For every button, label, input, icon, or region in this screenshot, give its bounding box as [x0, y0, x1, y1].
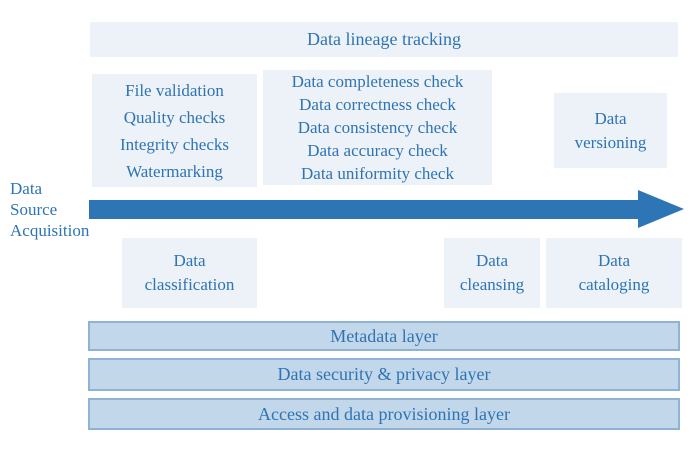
data-versioning-box: Data versioning — [554, 93, 667, 168]
metadata-layer-bar: Metadata layer — [88, 321, 680, 351]
lineage-tracking-bar: Data lineage tracking — [90, 22, 678, 57]
data-cleansing-box: Data cleansing — [444, 238, 540, 308]
data-cataloging-box: Data cataloging — [546, 238, 682, 308]
security-privacy-layer-bar: Data security & privacy layer — [88, 358, 680, 391]
data-source-acquisition-label: Data Source Acquisition — [10, 179, 90, 240]
access-provisioning-layer-bar: Access and data provisioning layer — [88, 398, 680, 430]
file-validation-box: File validation Quality checks Integrity… — [92, 74, 257, 187]
data-classification-box: Data classification — [122, 238, 257, 308]
arrow-shaft — [89, 200, 639, 219]
arrow-head-icon — [638, 190, 684, 228]
data-quality-checks-box: Data completeness check Data correctness… — [263, 70, 492, 185]
